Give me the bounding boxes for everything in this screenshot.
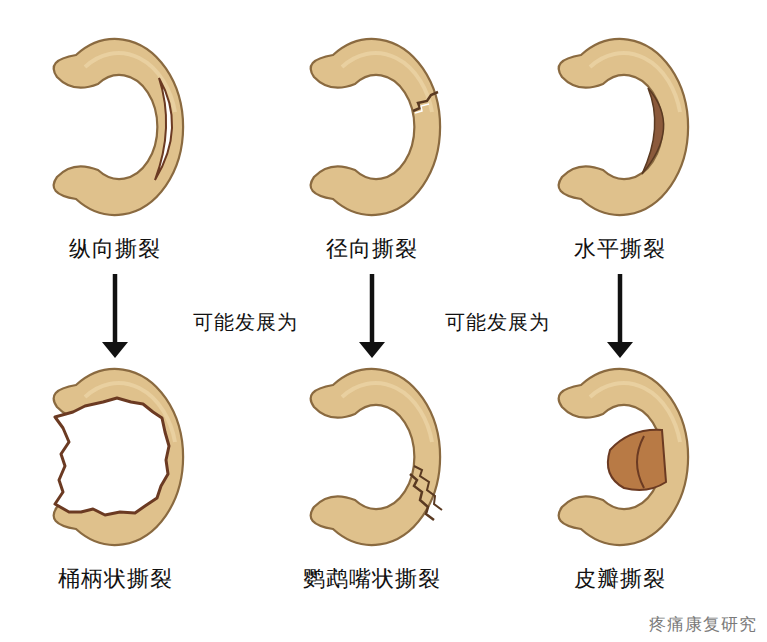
- progression-arrow: [359, 274, 385, 358]
- meniscus-figure: 纵向撕裂: [21, 32, 209, 264]
- meniscus-drawing: [530, 32, 710, 222]
- meniscus-drawing: [25, 362, 205, 552]
- transition-note: 可能发展为: [193, 309, 298, 336]
- meniscus-figure: 水平撕裂: [526, 32, 714, 264]
- watermark: 疼痛康复研究: [649, 613, 757, 636]
- tear-label: 桶柄状撕裂: [21, 564, 209, 594]
- tear-label: 鹦鹉嘴状撕裂: [278, 564, 466, 594]
- tear-label: 纵向撕裂: [21, 234, 209, 264]
- meniscus-figure: 桶柄状撕裂: [21, 362, 209, 594]
- tear-label: 径向撕裂: [278, 234, 466, 264]
- meniscus-figure: 鹦鹉嘴状撕裂: [278, 362, 466, 594]
- meniscus-drawing: [282, 362, 462, 552]
- transition-note: 可能发展为: [445, 309, 550, 336]
- meniscus-drawing: [282, 32, 462, 222]
- tear-label: 水平撕裂: [526, 234, 714, 264]
- tear-label: 皮瓣撕裂: [526, 564, 714, 594]
- progression-arrow: [102, 274, 128, 358]
- progression-arrow: [607, 274, 633, 358]
- meniscus-drawing: [25, 32, 205, 222]
- meniscus-drawing: [530, 362, 710, 552]
- meniscus-figure: 皮瓣撕裂: [526, 362, 714, 594]
- meniscus-figure: 径向撕裂: [278, 32, 466, 264]
